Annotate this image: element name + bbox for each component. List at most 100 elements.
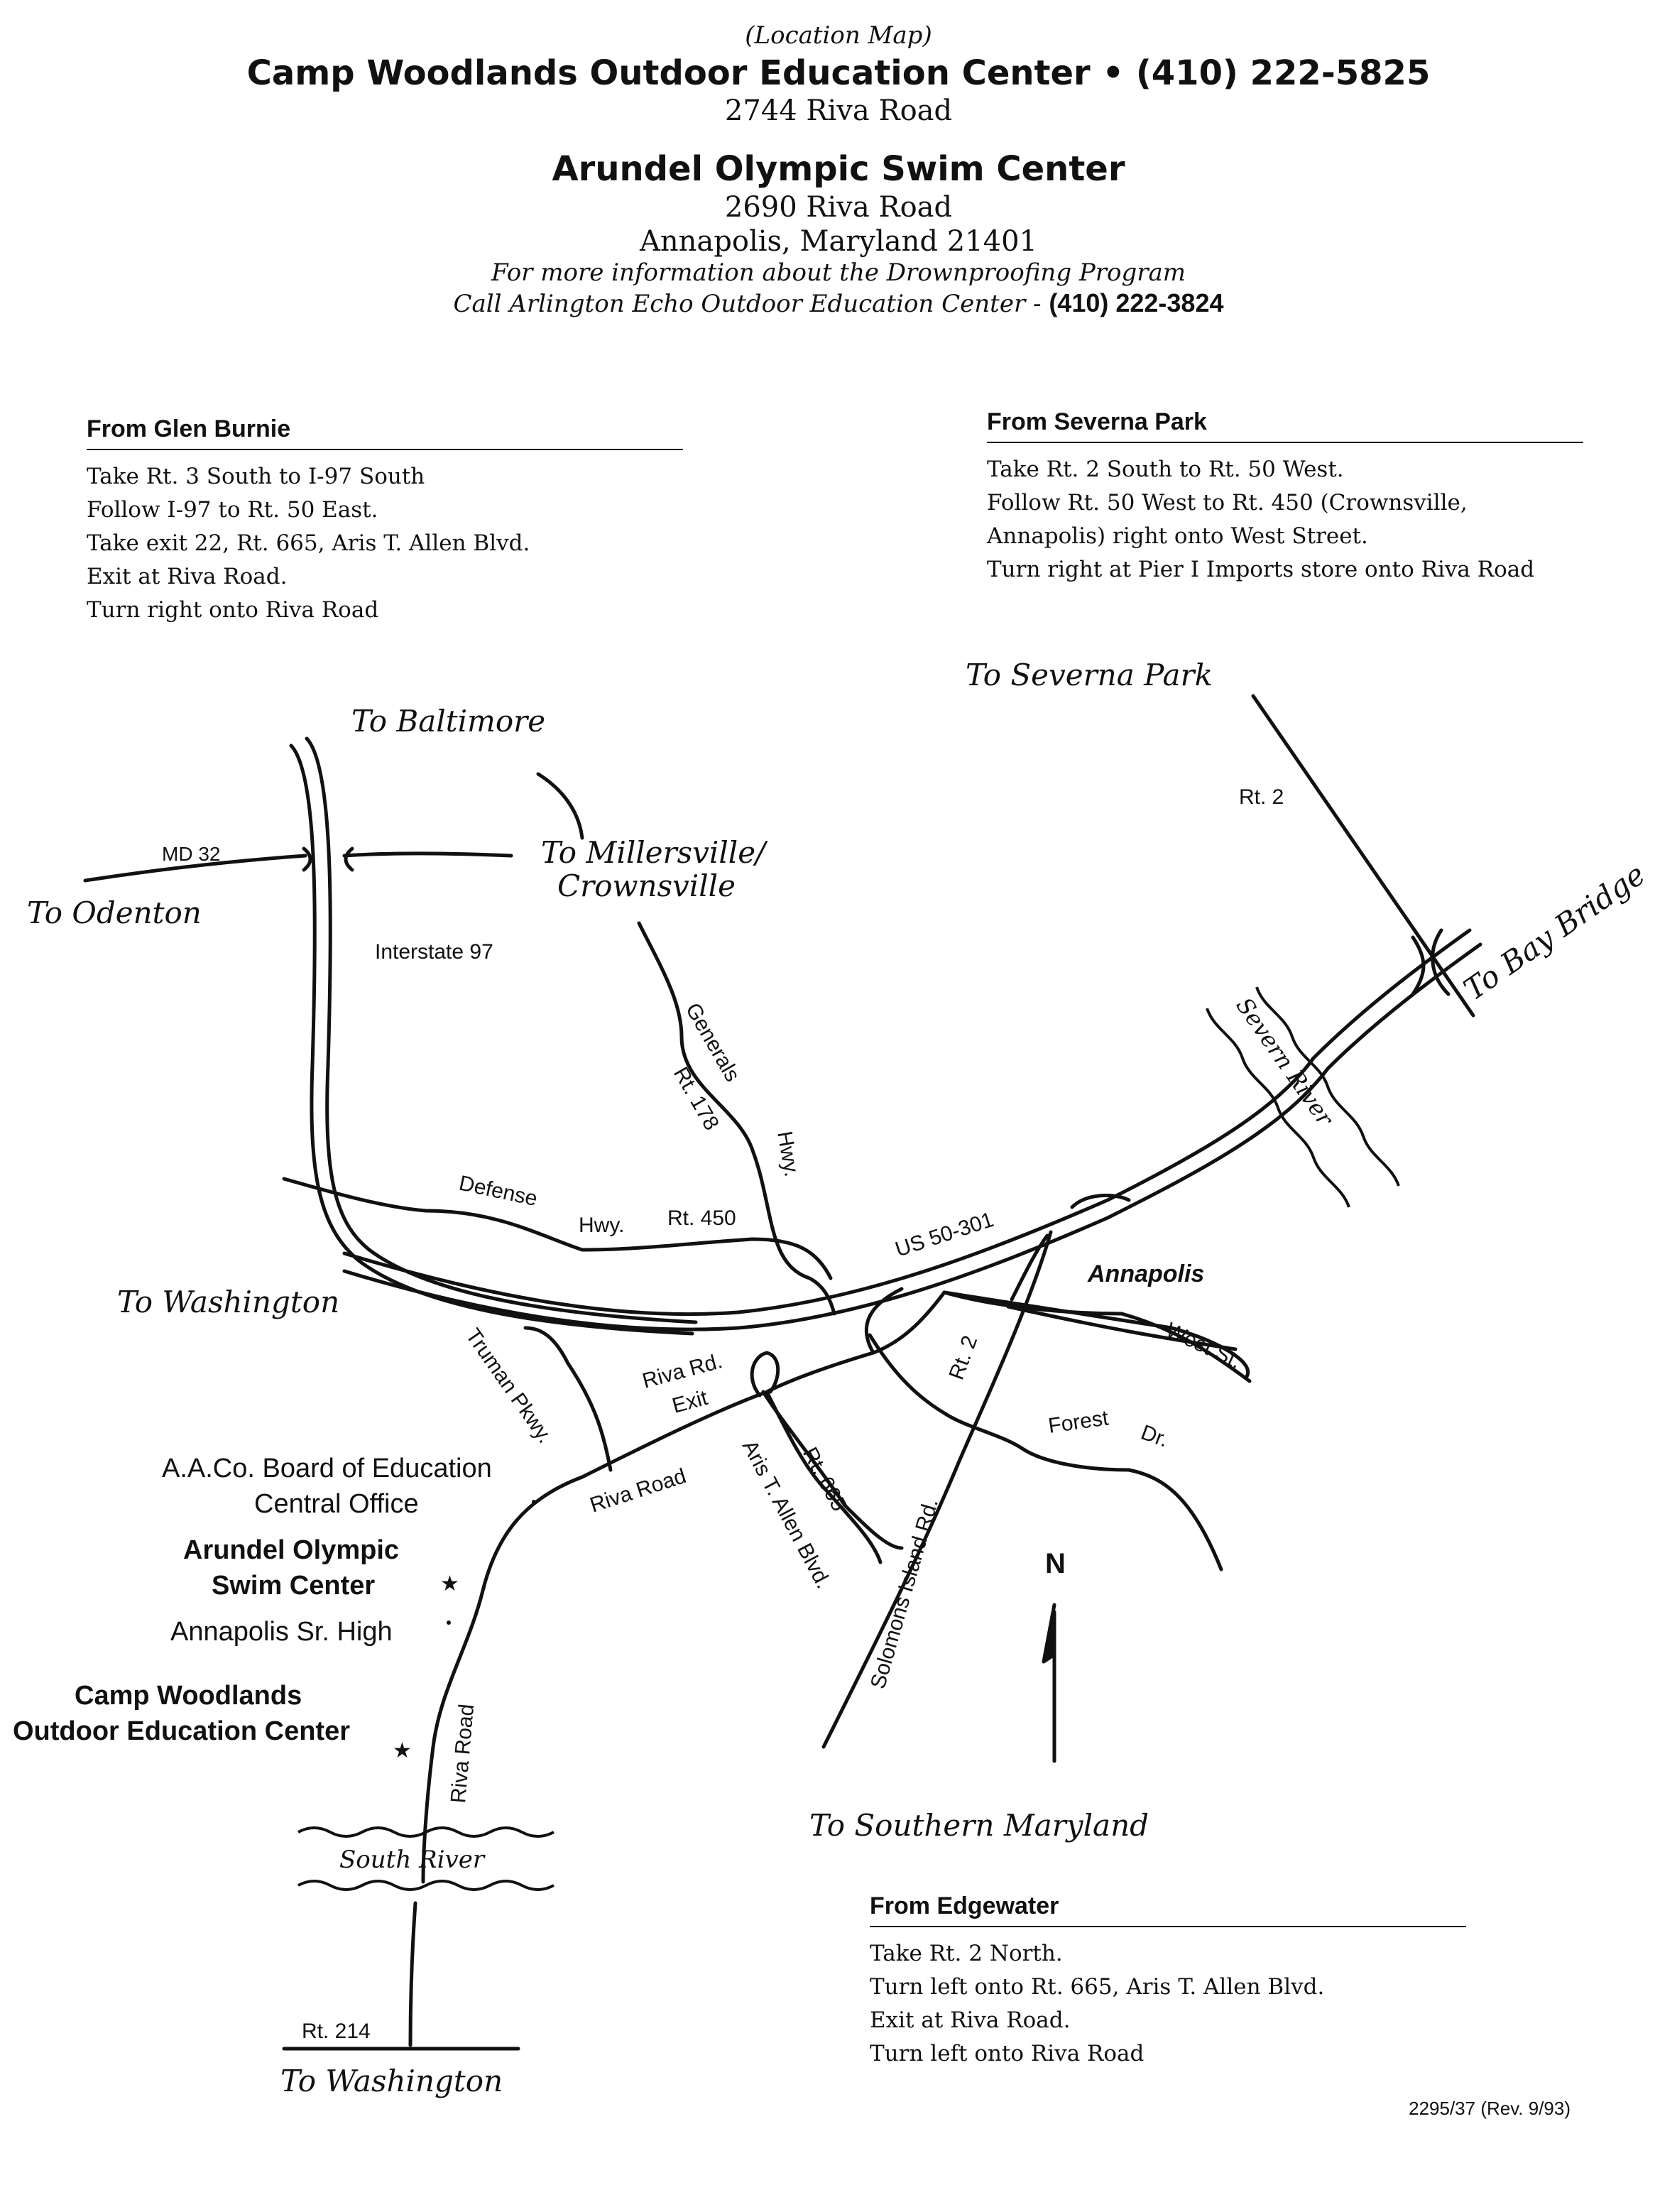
millersville-road [536, 772, 584, 840]
label-riva-exit: Riva Rd. [640, 1349, 725, 1393]
defense-hwy-road [282, 1177, 833, 1280]
truman-pkwy-road [523, 1326, 613, 1472]
glen-burnie-step: Turn right onto Riva Road [87, 597, 379, 623]
label-board-of-education: A.A.Co. Board of Education [162, 1454, 492, 1483]
info-text: Call Arlington Echo Outdoor Education Ce… [453, 289, 1049, 318]
annapolis-high-dot [447, 1620, 451, 1625]
directions-edgewater: From Edgewater Take Rt. 2 North. Turn le… [870, 1892, 1466, 2071]
severna-park-step: Annapolis) right onto West Street. [987, 523, 1368, 549]
severn-river-bank [1255, 986, 1400, 1187]
label-camp-1: Camp Woodlands [75, 1681, 302, 1711]
label-to-washington-south: To Washington [280, 2064, 503, 2098]
glen-burnie-step: Take exit 22, Rt. 665, Aris T. Allen Blv… [87, 530, 530, 556]
camp-title: Camp Woodlands Outdoor Education Center … [0, 53, 1677, 94]
label-solomons-island-rd: Solomons Island Rd. [866, 1496, 943, 1691]
label-forest: Forest [1047, 1406, 1110, 1438]
label-interstate-97: Interstate 97 [375, 940, 493, 964]
severna-park-step: Follow Rt. 50 West to Rt. 450 (Crownsvil… [987, 490, 1468, 516]
pool-address: 2690 Riva Road [724, 190, 953, 224]
label-camp-2: Outdoor Education Center [13, 1716, 350, 1746]
label-annapolis-high: Annapolis Sr. High [170, 1617, 393, 1647]
rt2-bridge-interchange [1431, 928, 1451, 996]
info-phone: (410) 222-3824 [1049, 288, 1224, 317]
camp-phone: (410) 222-5825 [1135, 53, 1431, 93]
label-pool-2: Swim Center [212, 1571, 375, 1601]
bullet: • [1102, 53, 1125, 93]
label-rt2-north: Rt. 2 [1239, 785, 1284, 809]
edgewater-step: Exit at Riva Road. [870, 2007, 1071, 2033]
label-us50: US 50-301 [892, 1208, 997, 1262]
label-truman-pkwy: Truman Pkwy. [461, 1324, 557, 1447]
aris-allen-road [765, 1390, 883, 1564]
generals-hwy-road [637, 921, 836, 1316]
label-hwy: Hwy. [772, 1129, 804, 1178]
label-rt2-mid: Rt. 2 [945, 1333, 983, 1383]
label-annapolis: Annapolis [1087, 1260, 1204, 1287]
street-segment [864, 1287, 904, 1355]
label-to-baltimore: To Baltimore [351, 704, 545, 739]
camp-star: ★ [393, 1739, 412, 1762]
label-rt214: Rt. 214 [302, 2020, 371, 2043]
label-to-washington-north: To Washington [117, 1285, 339, 1319]
label-riva-exit-2: Exit [670, 1386, 710, 1418]
severn-river-bank [1206, 1008, 1350, 1208]
rt2-bridge-interchange [1411, 935, 1426, 996]
md32-road [83, 854, 307, 883]
label-md32: MD 32 [162, 843, 220, 865]
severna-park-step: Turn right at Pier I Imports store onto … [987, 557, 1535, 582]
glen-burnie-step: Follow I-97 to Rt. 50 East. [87, 497, 378, 523]
riva-road [421, 1391, 765, 1884]
label-central-office: Central Office [254, 1489, 419, 1519]
label-to-severna-park: To Severna Park [966, 658, 1213, 692]
label-to-odenton: To Odenton [27, 895, 202, 930]
south-river-bank-north [297, 1826, 555, 1838]
south-river-bank-south [297, 1880, 555, 1891]
info-line-1: For more information about the Drownproo… [491, 258, 1186, 287]
directions-glen-burnie: From Glen Burnie Take Rt. 3 South to I-9… [87, 415, 683, 627]
pool-star: ★ [440, 1572, 459, 1596]
document-code: 2295/37 (Rev. 9/93) [1409, 2098, 1571, 2119]
us50-road [342, 928, 1472, 1317]
interstate-97-road [305, 736, 698, 1324]
md32-interchange [302, 846, 312, 872]
north-arrow-head [1042, 1603, 1056, 1664]
annapolis-circle [1070, 1193, 1131, 1209]
solomons-island-road [821, 1230, 1053, 1749]
glen-burnie-step: Exit at Riva Road. [87, 564, 288, 589]
label-to-millersville: To Millersville/ [541, 835, 768, 870]
camp-name: Camp Woodlands Outdoor Education Center [246, 53, 1091, 93]
info-line-2: Call Arlington Echo Outdoor Education Ce… [0, 288, 1677, 319]
edgewater-step: Take Rt. 2 North. [870, 1941, 1063, 1966]
forest-dr-road [868, 1333, 1223, 1571]
label-west-st: West St. [1162, 1318, 1245, 1373]
street-segment [1010, 1233, 1049, 1302]
us50-road-edge [342, 942, 1482, 1331]
label-crownsville: Crownsville [557, 868, 736, 903]
pool-name: Arundel Olympic Swim Center [552, 149, 1125, 190]
glen-burnie-heading: From Glen Burnie [87, 415, 683, 450]
md32-interchange [344, 846, 354, 872]
label-to-southern-maryland: To Southern Maryland [809, 1808, 1149, 1843]
label-to-bay-bridge: To Bay Bridge [1458, 856, 1651, 1007]
edgewater-heading: From Edgewater [870, 1892, 1466, 1927]
glen-burnie-step: Take Rt. 3 South to I-97 South [87, 464, 425, 489]
interstate-97-road-edge [289, 743, 694, 1336]
edgewater-step: Turn left onto Riva Road [870, 2041, 1145, 2066]
label-rt450: Rt. 450 [667, 1206, 736, 1230]
west-st-road [1006, 1304, 1238, 1351]
label-riva-road-ne: Riva Road [587, 1464, 689, 1518]
label-pool-1: Arundel Olympic [183, 1535, 399, 1565]
label-riva-road-south: Riva Road [447, 1703, 479, 1804]
label-rt665: Rt. 665 [798, 1444, 851, 1515]
map-subtitle: (Location Map) [745, 21, 932, 50]
label-dr: Dr. [1138, 1421, 1171, 1452]
label-def-hwy: Hwy. [579, 1214, 624, 1237]
severna-park-heading: From Severna Park [987, 408, 1583, 443]
city-state-zip: Annapolis, Maryland 21401 [640, 224, 1037, 258]
board-of-education-dot [532, 1500, 536, 1504]
md32-road-east [342, 851, 513, 858]
west-street-road [942, 1290, 1252, 1383]
label-south-river: South River [339, 1846, 486, 1874]
edgewater-step: Turn left onto Rt. 665, Aris T. Allen Bl… [870, 1974, 1325, 2000]
